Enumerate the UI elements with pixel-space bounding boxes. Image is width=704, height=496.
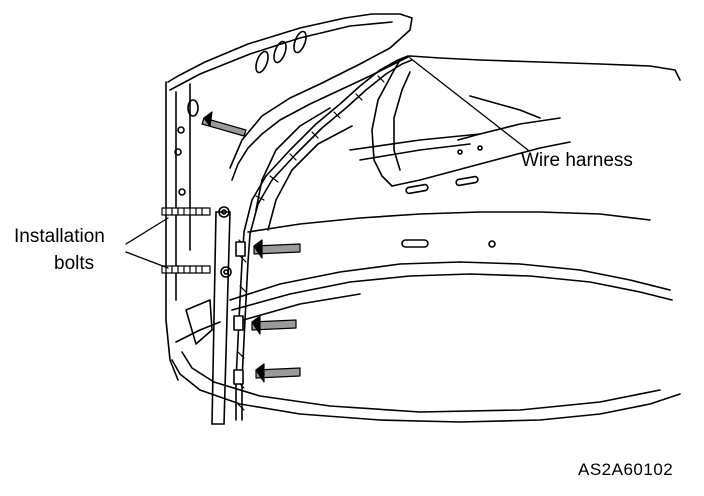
inner-frame (231, 55, 681, 248)
leader-line-installation-bolts (125, 217, 169, 269)
bolt-indicator-bars (161, 207, 211, 274)
lower-sill-panel (171, 188, 681, 423)
body-panel-outline (165, 13, 413, 381)
clip-arrow (253, 239, 301, 259)
installation-bolt (218, 206, 230, 218)
installation-bolts-label-line1: Installation (14, 226, 105, 247)
panel-oval-holes (174, 30, 307, 156)
hinge-strip (211, 211, 231, 425)
leader-line-wire-harness (409, 57, 529, 151)
wire-harness-label: Wire harness (521, 150, 633, 171)
clip-arrow (201, 111, 247, 137)
wire-harness (233, 55, 413, 421)
installation-bolt (220, 266, 232, 278)
clip-arrow (251, 315, 297, 335)
installation-bolts-label-line2: bolts (54, 253, 95, 274)
figure-code: AS2A60102 (578, 460, 674, 479)
clip-arrow (255, 363, 301, 383)
